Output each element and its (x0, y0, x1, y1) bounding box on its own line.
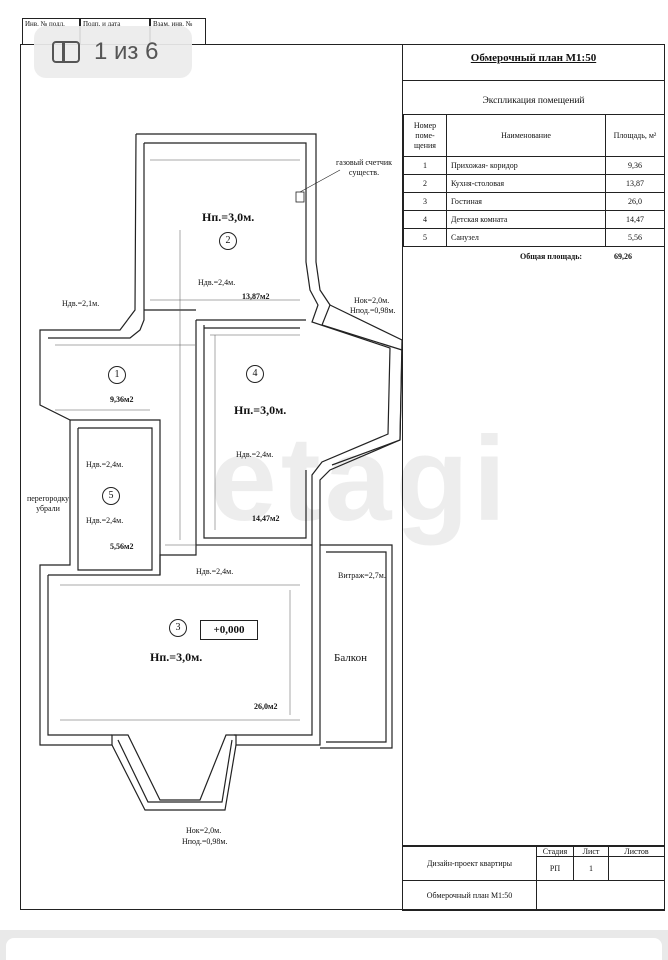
row-area: 13,87 (605, 174, 665, 193)
window-bottom-height: Нок=2,0м. (186, 826, 222, 835)
balcony-outline (326, 551, 387, 743)
door-height-24-c: Ндв.=2,4м. (86, 460, 124, 469)
door-height-24-e: Ндв.=2,4м. (196, 567, 234, 576)
total-area-value: 69,26 (614, 252, 632, 261)
stained-glass-label: Витраж=2,7м. (338, 571, 386, 580)
outer-wall (39, 133, 403, 801)
row-area: 26,0 (605, 192, 665, 211)
gallery-counter-badge[interactable]: 1 из 6 (34, 26, 192, 78)
bay-window (111, 744, 237, 811)
drawing-sheet: Инв. № подл. Подп. и дата Взам. инв. № e… (20, 18, 665, 911)
balcony-outline (320, 544, 393, 749)
row-name: Санузел (446, 228, 606, 247)
level-mark: +0,000 (200, 620, 258, 640)
gallery-counter-text: 1 из 6 (94, 38, 159, 65)
row-name: Кухня-столовая (446, 174, 606, 193)
row-name: Детская комната (446, 210, 606, 229)
explication-title: Экспликация помещений (482, 96, 585, 106)
sheets-value (608, 856, 665, 881)
stamp-tab-label: Взам. инв. № (153, 20, 193, 28)
bay-window-top (329, 304, 403, 466)
door-height-24-a: Ндв.=2,4м. (198, 278, 236, 287)
gallery-icon (52, 41, 80, 63)
room-number-3: 3 (169, 619, 187, 637)
area-room-5: 5,56м2 (110, 542, 134, 551)
row-number: 5 (403, 228, 447, 247)
inner-wall (47, 575, 112, 736)
gas-meter-label: газовый счетчик существ. (335, 158, 393, 177)
area-room-4: 14,47м2 (252, 514, 280, 523)
row-name: Прихожая- коридор (446, 156, 606, 175)
row-area: 5,56 (605, 228, 665, 247)
stamp-tab-label: Инв. № подл. (25, 20, 65, 28)
window-top-sill: Нпод.=0,98м. (350, 306, 396, 315)
height-room-3: Нп.=3,0м. (150, 650, 203, 664)
partition-note: перегородку убрали (26, 494, 70, 513)
project-name: Дизайн-проект квартиры (402, 846, 537, 881)
room-number-4: 4 (246, 365, 264, 383)
row-name: Гостиная (446, 192, 606, 211)
wc-wall (77, 427, 153, 571)
stamp-tab-label: Подп. и дата (83, 20, 121, 28)
floor-plan (39, 133, 403, 811)
stage-value: РП (536, 856, 574, 881)
frame-divider (402, 44, 403, 910)
inner-wall (48, 143, 145, 339)
drawing-frame (20, 44, 665, 910)
title-block-table: Дизайн-проект квартиры Стадия Лист Листо… (402, 846, 665, 911)
room-number-1: 1 (108, 366, 126, 384)
stage-header: Стадия (536, 846, 574, 857)
title-block-empty (536, 880, 665, 911)
header-area: Площадь, м² (605, 114, 665, 157)
window-bottom-sill: Нпод.=0,98м. (182, 837, 228, 846)
watermark: etagi (210, 412, 511, 546)
window-top-height: Нок=2,0м. (354, 296, 390, 305)
sheet-value: 1 (573, 856, 609, 881)
row-number: 2 (403, 174, 447, 193)
room-number-5: 5 (102, 487, 120, 505)
door-height-24-b: Ндв.=2,4м. (236, 450, 274, 459)
row-area: 14,47 (605, 210, 665, 229)
explication-table: Номер поме-щения Наименование Площадь, м… (403, 114, 665, 247)
inner-wall (144, 142, 391, 736)
area-room-2: 13,87м2 (242, 292, 270, 301)
plan-title: Обмерочный план М1:50 (470, 52, 597, 64)
row-area: 9,36 (605, 156, 665, 175)
room4-wall (203, 325, 307, 539)
balcony-label: Балкон (334, 652, 367, 664)
door-height-21: Ндв.=2,1м. (62, 299, 100, 308)
drawing-name: Обмерочный план М1:50 (402, 880, 537, 911)
height-room-4: Нп.=3,0м. (234, 403, 287, 417)
header-name: Наименование (446, 114, 606, 157)
table-header-row: Номер поме-щения Наименование Площадь, м… (403, 114, 665, 157)
row-number: 1 (403, 156, 447, 175)
row-number: 3 (403, 192, 447, 211)
title-underline-frame (402, 80, 665, 81)
room-number-2: 2 (219, 232, 237, 250)
sheets-header: Листов (608, 846, 665, 857)
area-room-3: 26,0м2 (254, 702, 278, 711)
total-area-label: Общая площадь: (520, 252, 583, 261)
title-block: Дизайн-проект квартиры Стадия Лист Листо… (402, 845, 665, 911)
next-image-card[interactable] (6, 938, 662, 960)
wc-wall (70, 419, 161, 575)
bay-window (117, 739, 233, 803)
area-room-1: 9,36м2 (110, 395, 134, 404)
gas-meter-icon (295, 191, 305, 203)
row-number: 4 (403, 210, 447, 229)
header-number: Номер поме-щения (403, 114, 447, 157)
door-height-24-d: Ндв.=2,4м. (86, 516, 124, 525)
sheet-header: Лист (573, 846, 609, 857)
height-room-2: Нп.=3,0м. (202, 210, 255, 224)
